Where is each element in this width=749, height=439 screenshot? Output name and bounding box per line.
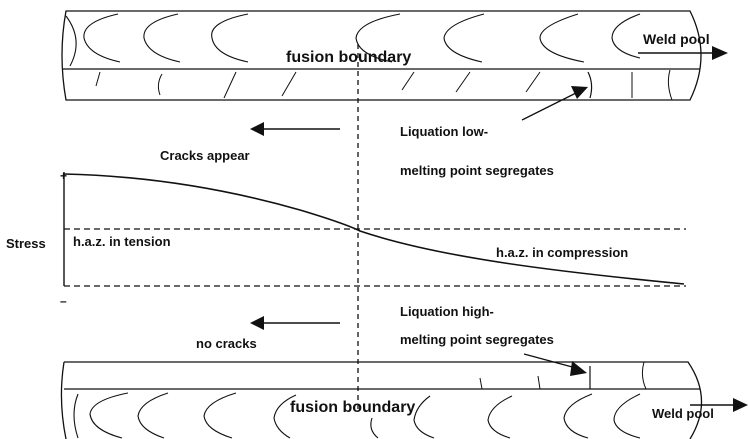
top-grain-tick [587, 71, 593, 99]
top-fusion-boundary-label: fusion boundary [286, 49, 411, 66]
top-ripple [443, 13, 485, 63]
cracks-appear-label: Cracks appear [160, 148, 250, 163]
cracks-appear-arrow [250, 122, 340, 136]
top-grain-tick [281, 71, 297, 97]
top-grain-tick [223, 71, 237, 99]
bottom-weld-pool-label: Weld pool [652, 406, 714, 421]
stress-minus-sign: – [60, 294, 67, 308]
top-ripple [143, 13, 181, 63]
top-ripple [355, 13, 401, 63]
liquation-high-label-line1: Liquation high- [400, 304, 494, 319]
bottom-ripple [73, 393, 79, 439]
bottom-grain-tick [479, 377, 483, 390]
top-weld-bead [61, 10, 702, 101]
liquation-high-pointer-arrow [523, 353, 587, 376]
bottom-ripple [89, 392, 129, 439]
no-cracks-arrow [250, 316, 340, 330]
top-ripple [65, 15, 77, 67]
top-weld-pool-label: Weld pool [643, 31, 710, 47]
liquation-low-label-line1: Liquation low- [400, 124, 488, 139]
bottom-ripple [370, 417, 379, 439]
top-ripple [83, 13, 121, 63]
no-cracks-label: no cracks [196, 336, 257, 351]
bottom-fusion-boundary-label: fusion boundary [290, 399, 415, 416]
bottom-ripple [137, 392, 169, 439]
compression-label: h.a.z. in compression [496, 245, 628, 260]
bottom-weld-bead [60, 361, 703, 439]
top-weld-pool-arrow [638, 46, 728, 60]
top-grain-tick [525, 71, 541, 93]
bottom-ripple [203, 392, 237, 439]
bottom-weld-pool-arrow [690, 398, 748, 412]
stress-distribution-curve [63, 173, 685, 285]
stress-axis-label: Stress [6, 236, 46, 251]
bottom-ripple [613, 393, 641, 439]
top-ripple [539, 13, 585, 63]
stress-plus-sign: + [60, 169, 67, 183]
bottom-ripple [563, 393, 593, 439]
top-grain-tick [455, 71, 471, 93]
bottom-ripple [487, 395, 513, 439]
liquation-low-pointer-arrow [521, 86, 588, 121]
top-ripple [611, 13, 641, 59]
tension-label: h.a.z. in tension [73, 234, 171, 249]
liquation-low-label-line2: melting point segregates [400, 163, 554, 178]
liquation-high-label-line2: melting point segregates [400, 332, 554, 347]
bottom-ripple [273, 394, 297, 439]
bottom-grain-tick [641, 361, 647, 390]
top-grain-tick [95, 71, 101, 87]
top-weld-outline [61, 10, 702, 101]
top-grain-tick [667, 69, 673, 101]
bottom-weld-outline [60, 361, 703, 439]
bottom-grain-tick [537, 375, 541, 390]
stress-plot [63, 172, 686, 287]
top-ripple [211, 13, 249, 63]
bottom-ripple [413, 395, 435, 439]
top-grain-tick [157, 73, 163, 96]
top-grain-tick [401, 71, 415, 91]
